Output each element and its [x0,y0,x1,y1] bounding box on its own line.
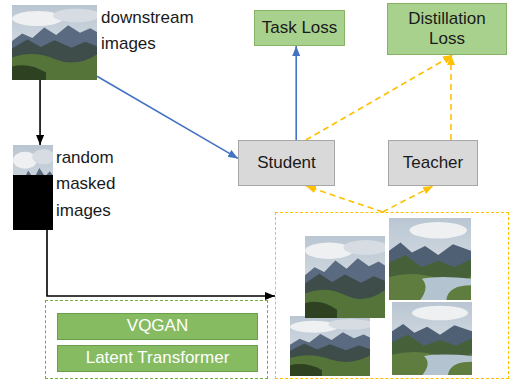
model-box: Teacher [388,140,478,186]
flow-arrow [450,55,452,140]
landscape-photo [12,5,100,80]
box-label: Teacher [403,153,463,173]
box-label: Latent Transformer [86,348,230,368]
flow-arrow [306,55,453,140]
model-box: Student [238,140,335,186]
loss-box: Distillation Loss [387,3,507,55]
generated-photo [290,316,373,376]
box-label: Student [257,153,316,173]
generated-group [275,212,509,379]
flow-arrow [97,76,238,158]
image-caption: random masked images [56,145,124,224]
flow-arrow [295,46,297,140]
photo-node: random masked images [13,145,53,230]
mask-region [13,175,53,230]
flow-arrow [47,230,275,296]
generator-group: VQGAN Latent Transformer [45,300,268,379]
module-box: VQGAN [57,313,258,340]
photo-node: downstream images [12,5,97,80]
generated-photo [305,236,388,318]
flow-arrow [39,80,41,145]
label-holder: random masked images [56,145,124,224]
flow-arrow [306,186,383,212]
generated-photo [389,218,471,300]
box-label: VQGAN [127,316,188,336]
loss-box: Task Loss [254,10,345,46]
image-caption: downstream images [101,5,209,58]
box-label: Distillation Loss [392,9,502,50]
landscape-photo [13,145,55,230]
module-box: Latent Transformer [57,345,258,372]
label-holder: downstream images [101,5,209,58]
flow-arrow [383,186,433,212]
box-label: Task Loss [262,18,338,38]
generated-photo [392,302,472,375]
